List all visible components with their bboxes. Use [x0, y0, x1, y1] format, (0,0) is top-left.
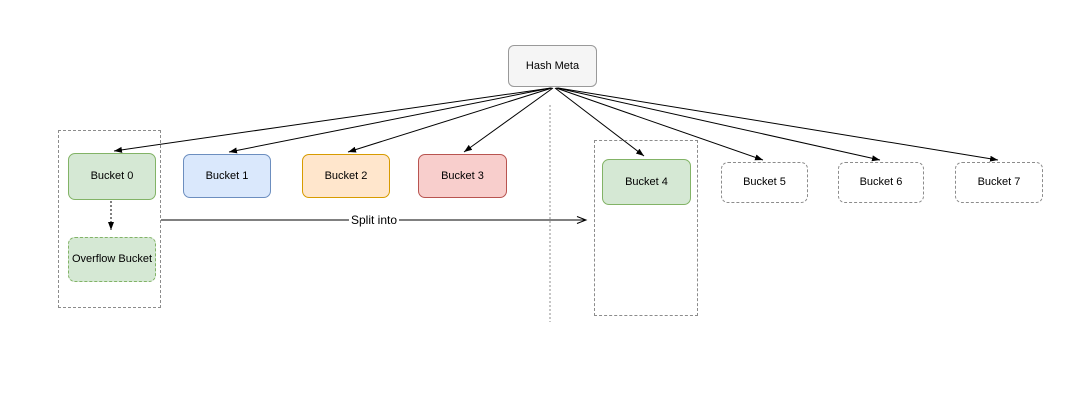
edge-hashmeta-bucket4 [554, 87, 645, 157]
bucket4-group-outline [594, 140, 698, 316]
node-bucket-7-label: Bucket 7 [977, 176, 1021, 189]
node-hash-meta-label: Hash Meta [525, 59, 580, 72]
node-bucket-4-label: Bucket 4 [625, 175, 668, 188]
node-hash-meta: Hash Meta [508, 45, 597, 87]
node-bucket-1-label: Bucket 1 [205, 169, 249, 182]
node-bucket-5: Bucket 5 [721, 162, 808, 203]
edge-hashmeta-bucket6 [556, 87, 881, 162]
edge-hashmeta-bucket5 [555, 87, 764, 161]
node-bucket-0: Bucket 0 [68, 153, 156, 200]
edge-hashmeta-bucket0 [113, 87, 552, 153]
node-overflow-bucket: Overflow Bucket [68, 237, 156, 282]
node-bucket-6-label: Bucket 6 [859, 176, 903, 189]
split-into-edge-label: Split into [348, 213, 400, 227]
node-bucket-3-label: Bucket 3 [441, 169, 484, 182]
edge-hashmeta-bucket3 [463, 87, 554, 153]
node-bucket-2: Bucket 2 [302, 154, 390, 198]
node-bucket-4: Bucket 4 [602, 159, 691, 205]
node-bucket-1: Bucket 1 [183, 154, 271, 198]
node-bucket-5-label: Bucket 5 [743, 176, 786, 189]
node-overflow-bucket-label: Overflow Bucket [71, 253, 153, 266]
edge-hashmeta-bucket7 [557, 87, 999, 162]
node-bucket-0-label: Bucket 0 [90, 170, 134, 183]
bucket0-group-outline [58, 130, 161, 308]
node-bucket-7: Bucket 7 [955, 162, 1043, 203]
node-bucket-6: Bucket 6 [838, 162, 924, 203]
edge-hashmeta-bucket2 [347, 87, 553, 153]
node-bucket-3: Bucket 3 [418, 154, 507, 198]
edge-hashmeta-bucket1 [228, 87, 552, 154]
node-bucket-2-label: Bucket 2 [324, 169, 368, 182]
